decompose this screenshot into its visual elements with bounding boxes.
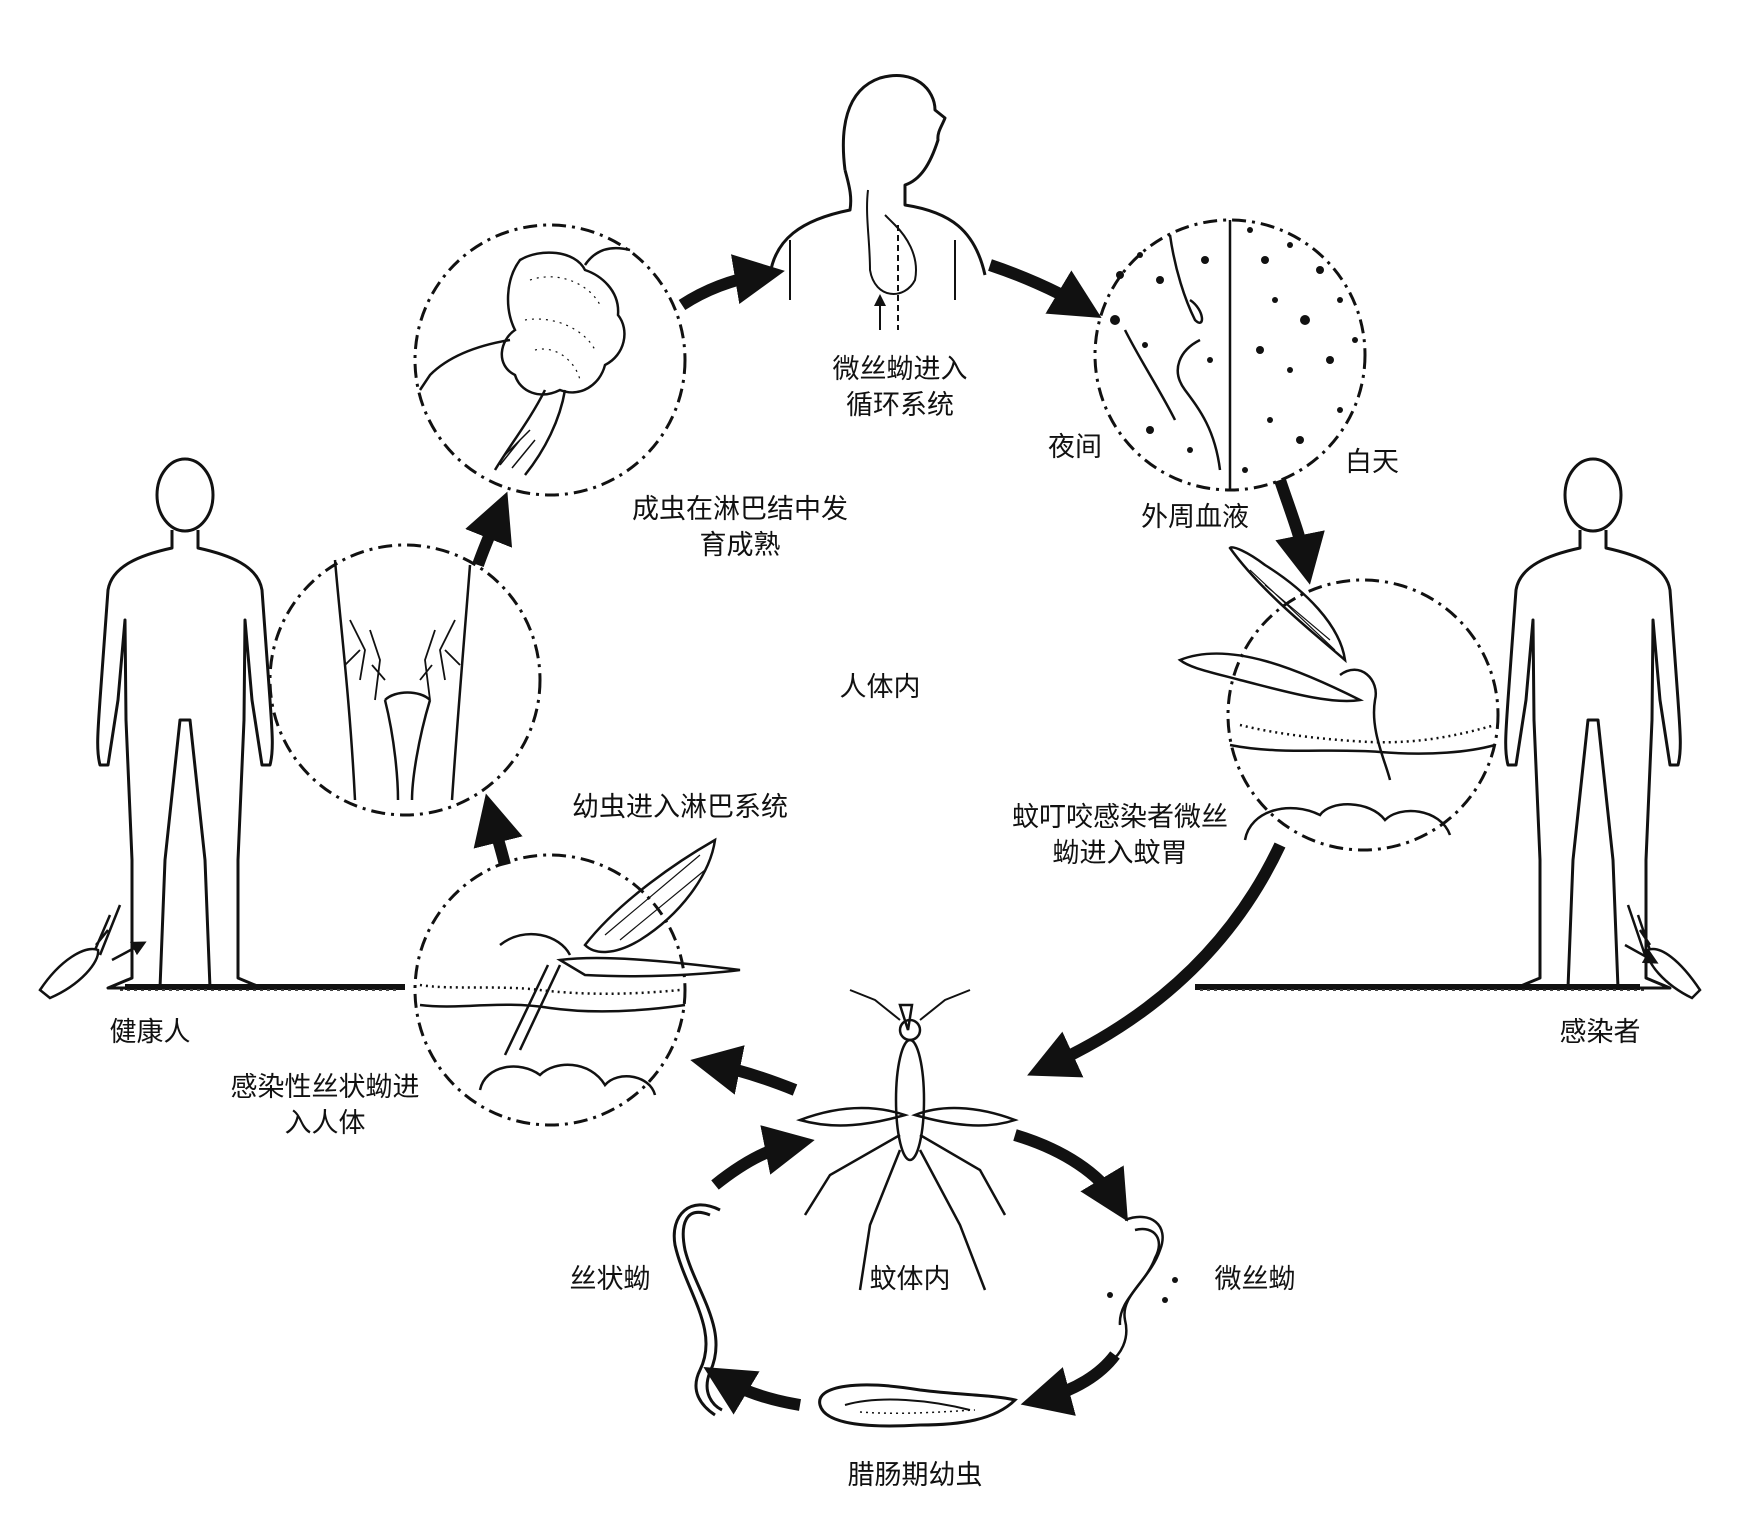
legs-lymph-circle [268,543,542,817]
microfilaria-icon [1107,1215,1178,1364]
label-night: 夜间 [1048,432,1102,463]
label-day: 白天 [1345,447,1399,478]
label-line: 蚴进入蚊胃 [1052,838,1188,869]
sausage-larva-icon [818,1383,1018,1428]
label-infective-larvae-enter: 感染性丝状蚴进 入人体 [205,1070,445,1142]
label-infected-person: 感染者 [1559,1017,1641,1048]
healthy-person-figure [96,457,274,990]
mosquito-feeding-illustration [1177,546,1496,841]
arrow-circulation-to-blood [988,259,1102,318]
arrow-mosquito-to-microfilaria [1013,1129,1128,1222]
label-line: 入人体 [284,1108,366,1139]
arrow-feeding-to-mosquito [1027,842,1286,1078]
human-bust-figure [768,74,987,330]
label-line: 育成熟 [699,530,781,561]
arrow-microfilaria-to-sausage [1020,1351,1120,1416]
lymph-node-illustration [418,246,631,476]
mosquito-icon [796,989,1019,1291]
label-microfilariae-circulation: 微丝蚴进入 循环系统 [800,352,1000,424]
label-line: 微丝蚴进入 [832,354,968,385]
label-line: 蚊叮咬感染者微丝 [1012,802,1228,833]
mosquito-bite-skin-circle [413,853,687,1127]
label-larvae-lymph-system: 幼虫进入淋巴系统 [572,792,788,823]
label-microfilaria: 微丝蚴 [1214,1264,1296,1295]
arrow-filariform-to-mosquito [711,1125,815,1190]
lymph-node-circle [413,223,687,497]
label-healthy-person: 健康人 [109,1017,191,1048]
label-inside-mosquito: 蚊体内 [869,1264,951,1295]
small-mosquito-right-icon [1624,904,1702,1000]
infected-person-figure [1504,457,1682,990]
arrow-sausage-to-filariform [703,1367,801,1415]
arrow-mosquito-to-bite [690,1045,798,1096]
arrow-bite-to-legs [473,793,523,867]
label-line: 感染性丝状蚴进 [230,1072,420,1103]
label-peripheral-blood: 外周血液 [1141,502,1249,533]
ground-line [120,984,1645,991]
label-line: 循环系统 [846,390,954,421]
label-adult-lymph-node: 成虫在淋巴结中发 育成熟 [590,492,890,564]
arrow-lymph-node-to-circulation [678,254,785,311]
filariform-larva-icon [672,1203,723,1417]
arrow-legs-to-lymph-node [465,491,513,567]
peripheral-blood-illustration [1110,220,1358,490]
legs-lymph-illustration [333,559,472,801]
label-sausage-larva: 腊肠期幼虫 [847,1460,983,1491]
mosquito-bite-illustration [419,837,741,1096]
label-filariform-larva: 丝状蚴 [569,1264,651,1295]
label-inside-human: 人体内 [839,672,921,703]
label-line: 成虫在淋巴结中发 [632,494,848,525]
small-mosquito-left-icon [38,904,147,1000]
label-mosquito-bite: 蚊叮咬感染者微丝 蚴进入蚊胃 [985,800,1255,872]
mosquito-feeding-circle [1226,578,1500,852]
arrow-blood-to-mosquito-feeding [1274,478,1325,585]
